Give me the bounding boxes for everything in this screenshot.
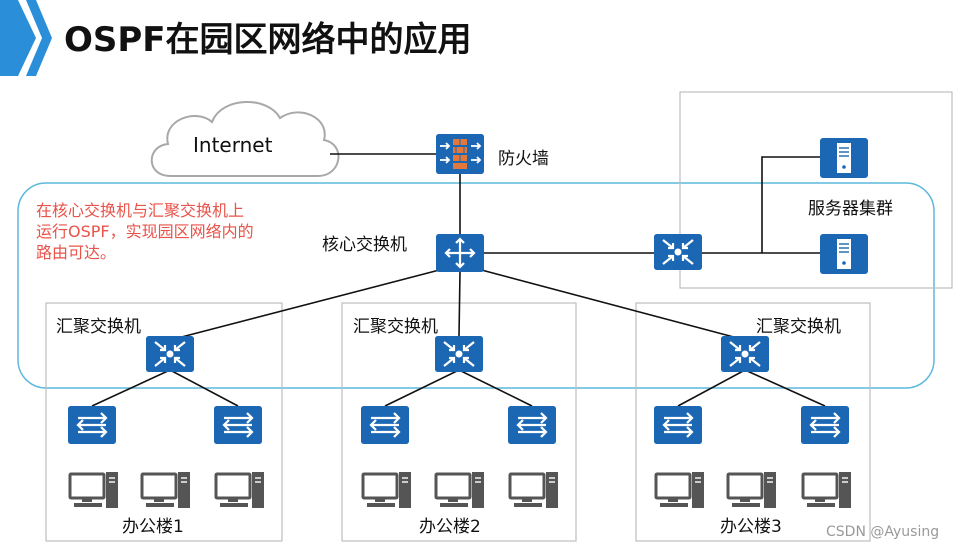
internet-cloud <box>150 101 340 177</box>
note-line: 路由可达。 <box>36 243 117 262</box>
server-icon-1 <box>820 138 868 178</box>
server-cluster-label: 服务器集群 <box>808 199 893 219</box>
pc-icon <box>508 470 560 510</box>
ospf-area <box>17 182 935 389</box>
pc-icon <box>140 470 192 510</box>
pc-icon <box>68 470 120 510</box>
pc-icon <box>654 470 706 510</box>
building-label-3: 办公楼3 <box>720 517 782 537</box>
agg-switch-label-3: 汇聚交换机 <box>756 317 841 337</box>
access-switch-icon <box>508 406 556 444</box>
pc-icon <box>214 470 266 510</box>
agg-switch-label-2: 汇聚交换机 <box>353 317 438 337</box>
access-switch-icon <box>801 406 849 444</box>
building-label-2: 办公楼2 <box>419 517 481 537</box>
firewall-label: 防火墙 <box>498 149 549 169</box>
note-line: 运行OSPF，实现园区网络内的 <box>36 222 254 241</box>
access-switch-icon <box>68 406 116 444</box>
ospf-note: 在核心交换机与汇聚交换机上 运行OSPF，实现园区网络内的 路由可达。 <box>36 200 254 263</box>
access-switch-icon <box>654 406 702 444</box>
building-area-3 <box>635 302 871 542</box>
chevron-decoration <box>0 0 52 76</box>
page-title: OSPF在园区网络中的应用 <box>64 20 472 60</box>
access-switch-icon <box>214 406 262 444</box>
pc-icon <box>801 470 853 510</box>
core-switch-icon <box>436 234 484 272</box>
note-line: 在核心交换机与汇聚交换机上 <box>36 201 245 220</box>
firewall-icon <box>436 134 484 174</box>
internet-label: Internet <box>193 133 273 157</box>
aggregation-switch-icon-1 <box>146 336 194 372</box>
aggregation-switch-icon-3 <box>721 336 769 372</box>
pc-icon <box>361 470 413 510</box>
agg-switch-label-1: 汇聚交换机 <box>56 317 141 337</box>
building-area-1 <box>45 302 283 542</box>
aggregation-switch-icon-2 <box>435 336 483 372</box>
core-switch-label: 核心交换机 <box>322 235 407 255</box>
building-label-1: 办公楼1 <box>122 517 184 537</box>
pc-icon <box>434 470 486 510</box>
pc-icon <box>726 470 778 510</box>
access-switch-icon <box>361 406 409 444</box>
server-icon-2 <box>820 234 868 274</box>
server-area <box>679 91 953 289</box>
watermark: CSDN @Ayusing <box>826 524 940 540</box>
server-access-switch-icon <box>654 234 702 270</box>
